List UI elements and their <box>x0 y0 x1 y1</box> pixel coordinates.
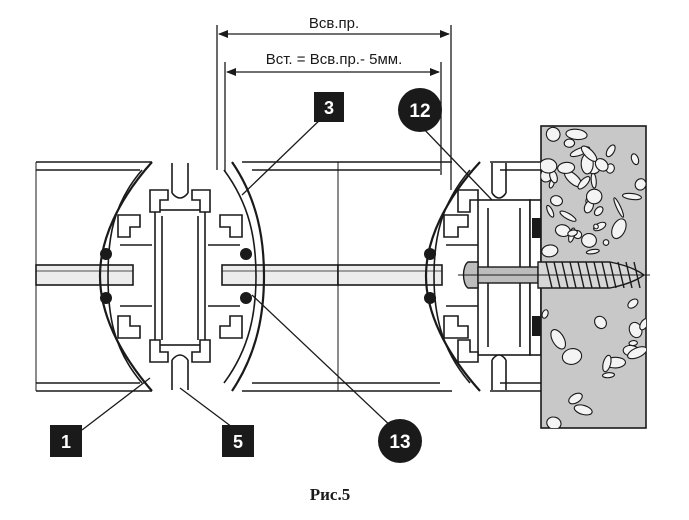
concrete-stone <box>580 145 598 162</box>
leader-lines <box>81 114 493 431</box>
concrete-stone <box>630 153 640 166</box>
callout-12-label: 12 <box>409 101 430 122</box>
outer-dimension-label: Всв.пр. <box>309 15 359 32</box>
inner-dimension-label: Вст. = Всв.пр.- 5мм. <box>266 51 403 68</box>
concrete-stone <box>594 315 607 330</box>
callout-1-label: 1 <box>61 432 71 452</box>
concrete-stone <box>611 218 627 240</box>
concrete-stone <box>593 206 604 217</box>
concrete-stone <box>541 244 559 258</box>
concrete-stone <box>577 176 591 190</box>
callout-13-label: 13 <box>389 432 410 453</box>
concrete-stone <box>550 329 567 350</box>
concrete-stone <box>541 309 549 319</box>
callout-12: 12 <box>398 88 442 132</box>
seals-wall-profile <box>424 218 541 336</box>
callout-5: 5 <box>222 425 254 457</box>
concrete-stone <box>550 195 563 207</box>
concrete-stone <box>627 298 639 309</box>
glass-panel-left <box>35 264 134 286</box>
fixing-screw <box>458 261 650 289</box>
seals-left-profile <box>100 248 252 304</box>
callout-5-label: 5 <box>233 432 243 452</box>
concrete-stone <box>568 392 583 405</box>
callout-3-label: 3 <box>324 98 334 118</box>
concrete-stone <box>593 223 599 230</box>
concrete-stone <box>565 128 588 141</box>
concrete-stone <box>639 318 646 331</box>
concrete-stone <box>541 158 558 174</box>
callout-3: 3 <box>314 92 344 122</box>
concrete-stone <box>563 138 576 148</box>
concrete-stone <box>585 188 603 205</box>
callout-13: 13 <box>378 419 422 463</box>
concrete-stone <box>545 126 561 142</box>
concrete-stone <box>605 144 616 158</box>
callout-1: 1 <box>50 425 82 457</box>
concrete-stone <box>613 197 625 218</box>
glass-panels <box>35 264 443 286</box>
concrete-stone <box>622 192 642 201</box>
concrete-stone <box>627 346 646 360</box>
left-connecting-profile <box>98 161 266 392</box>
concrete-stone <box>561 348 583 365</box>
concrete-stone <box>585 248 600 255</box>
concrete-stone <box>602 239 610 246</box>
concrete-stone <box>546 204 555 218</box>
glass-panel-middle-right <box>337 264 443 286</box>
concrete-stone <box>634 178 646 191</box>
glass-panel-middle-left <box>221 264 339 286</box>
concrete-stone <box>601 372 616 379</box>
concrete-stone <box>567 229 578 237</box>
concrete-stone <box>559 210 577 222</box>
concrete-stone <box>546 416 562 428</box>
figure-caption: Рис.5 <box>310 485 350 504</box>
concrete-stone <box>557 161 576 174</box>
dimension-lines <box>216 25 452 190</box>
concrete-stone <box>628 340 638 347</box>
concrete-stone <box>581 232 597 248</box>
concrete-stone <box>573 404 593 416</box>
concrete-stone <box>602 354 612 373</box>
